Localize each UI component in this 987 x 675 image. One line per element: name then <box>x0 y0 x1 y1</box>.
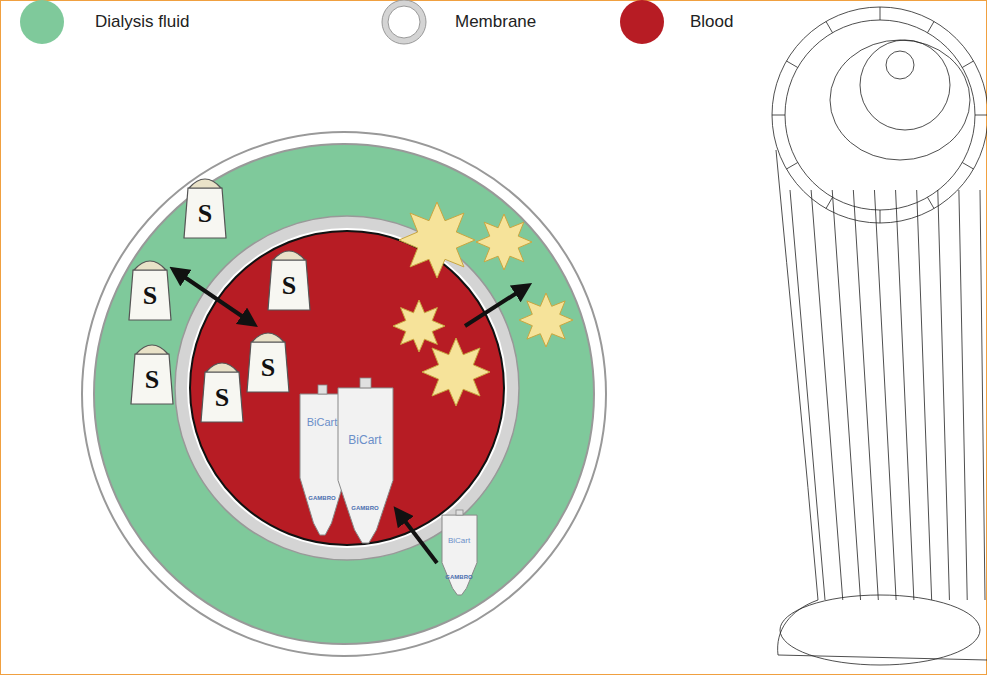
brand-label: GAMBRO <box>351 505 378 511</box>
wire-stroke <box>880 210 881 223</box>
toxin-star <box>393 300 445 352</box>
salt-shaker <box>268 260 310 310</box>
cartridge-cap <box>456 510 463 515</box>
salt-shaker <box>131 354 173 404</box>
toxin-star <box>399 202 475 278</box>
ring-edge <box>388 6 420 38</box>
wire-stroke <box>928 197 935 208</box>
wire-stroke <box>832 190 860 600</box>
salt-shaker <box>129 270 171 320</box>
wire-stroke <box>980 190 985 600</box>
cartridge-name: BiCart <box>307 416 338 428</box>
shaker-cap <box>252 333 284 342</box>
wire-stroke <box>786 61 797 68</box>
salt-label: S <box>261 353 275 383</box>
wire-stroke <box>928 21 935 32</box>
salt-label: S <box>198 199 212 229</box>
shaker-cap <box>206 363 238 372</box>
cartridge-name: BiCart <box>448 536 470 545</box>
salt-shaker <box>184 188 226 238</box>
wire-stroke <box>790 190 825 600</box>
ring-edge <box>382 0 426 44</box>
bicart-cartridge <box>338 388 393 543</box>
legend-ring <box>381 0 427 45</box>
wire-stroke <box>975 115 987 116</box>
wire-stroke <box>962 61 973 68</box>
cartridge-cap <box>360 378 371 388</box>
toxin-star <box>519 293 573 347</box>
salt-label: S <box>145 365 159 395</box>
legend-text: Dialysis fluid <box>95 12 189 32</box>
legend-text: Blood <box>690 12 733 32</box>
salt-label: S <box>215 383 229 413</box>
salt-label: S <box>282 271 296 301</box>
brand-label: GAMBRO <box>308 495 335 501</box>
wire-stroke <box>853 190 878 600</box>
cartridge-name: BiCart <box>348 433 381 447</box>
toxin-star <box>422 338 490 406</box>
ring-band <box>385 3 423 41</box>
wire-stroke <box>772 115 785 116</box>
wire-stroke <box>938 190 950 600</box>
toxin-star <box>476 214 532 270</box>
brand-label: GAMBRO <box>445 574 472 580</box>
bicart-cartridge <box>442 515 477 595</box>
shaker-cap <box>189 179 221 188</box>
salt-label: S <box>143 281 157 311</box>
wire-stroke <box>962 163 973 170</box>
legend-swatch <box>20 0 64 44</box>
wire-stroke <box>959 190 967 600</box>
shaker-cap <box>136 345 168 354</box>
wire-stroke <box>880 7 881 20</box>
wire-stroke <box>917 190 932 600</box>
legend-text: Membrane <box>455 12 536 32</box>
wire-stroke <box>786 163 797 170</box>
wire-stroke <box>896 190 914 600</box>
shaker-cap <box>134 261 166 270</box>
wire-stroke <box>826 21 833 32</box>
wire-stroke <box>874 190 896 600</box>
wire-stroke <box>811 190 843 600</box>
legend-swatch <box>620 0 664 44</box>
cartridge-cap <box>318 385 327 394</box>
wire-stroke <box>826 197 833 208</box>
salt-shaker <box>201 372 243 422</box>
shaker-cap <box>273 251 305 260</box>
cartridge-wireframe <box>772 7 987 665</box>
salt-shaker <box>247 342 289 392</box>
